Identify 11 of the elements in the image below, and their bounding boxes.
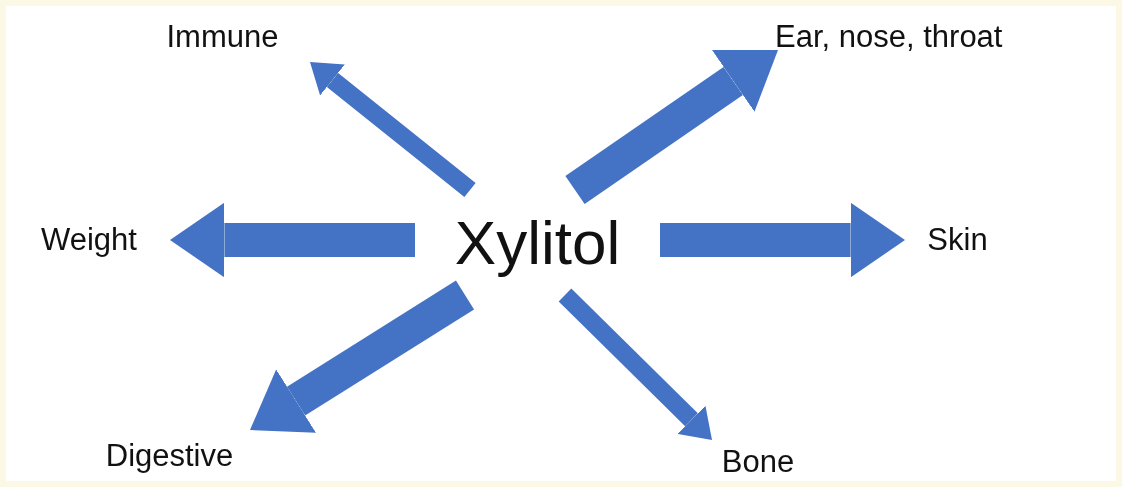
arrow [310, 62, 476, 198]
topic-label: Weight [8, 215, 170, 265]
arrow [565, 50, 778, 204]
topic-label: Skin [905, 215, 1010, 265]
topic-label: Ear, nose, throat [775, 12, 1115, 62]
topic-label: Bone [708, 440, 808, 484]
center-label: Xylitol [415, 190, 660, 295]
arrow [558, 288, 712, 440]
topic-label: Immune [130, 12, 315, 62]
arrow [250, 280, 475, 433]
topic-label: Digestive [72, 430, 267, 482]
